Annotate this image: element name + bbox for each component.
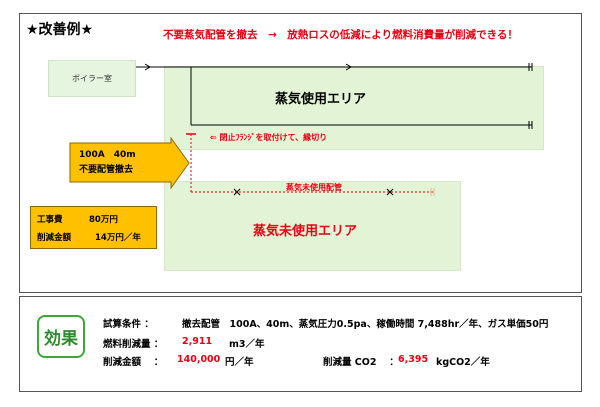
removal-arrow-line-2: 不要配管撤去 — [79, 165, 134, 175]
co2-reduction-value: 6,395 — [398, 354, 429, 365]
unused-pipe-label: 蒸気未使用配管 — [286, 183, 342, 192]
flange-note: ⇐ 閉止ﾌﾗﾝｼﾞを取付けて、縁切り — [210, 133, 328, 142]
fuel-reduction-label: 燃料削減量 ： — [103, 339, 164, 350]
cost-construction-label: 工事費 — [37, 215, 63, 225]
main-pipe-arrow-1 — [144, 63, 151, 71]
removal-arrow-line-1: 100A 40m — [79, 150, 136, 160]
co2-reduction-unit: kgCO2／年 — [436, 357, 490, 368]
money-reduction-label: 削減金額 ： — [103, 357, 164, 368]
conditions-text: 撤去配管 100A、40m、蒸気圧力0.5pa、稼働時間 7,488hr／年、ガ… — [182, 319, 549, 330]
page-title: ★改善例★ — [26, 22, 94, 38]
removal-arrow-label: 100A 40m 不要配管撤去 — [79, 148, 136, 178]
steam-used-area-label: 蒸気使用エリア — [275, 92, 367, 107]
steam-used-area — [164, 66, 544, 150]
removal-mark-1 — [233, 188, 241, 196]
fuel-reduction-unit: m3／年 — [229, 339, 265, 350]
boiler-room-label: ボイラー室 — [72, 74, 112, 83]
co2-reduction-label: 削減量 CO2 ： — [323, 357, 399, 368]
fuel-reduction-value: 2,911 — [182, 336, 213, 347]
main-pipe-arrow-2 — [345, 63, 352, 71]
conditions-label: 試算条件 ： — [103, 319, 154, 330]
steam-unused-area-label: 蒸気未使用エリア — [253, 224, 358, 239]
money-reduction-value: 140,000 — [177, 354, 221, 365]
effect-frame — [19, 296, 582, 392]
cost-box: 工事費 80万円 削減金額 14万円／年 — [30, 206, 157, 249]
money-reduction-unit: 円／年 — [225, 357, 254, 368]
removal-mark-2 — [386, 188, 394, 196]
boiler-room-box: ボイラー室 — [48, 60, 136, 97]
steam-unused-area — [164, 181, 461, 271]
cost-saving-value: 14万円／年 — [95, 233, 141, 243]
cost-saving-label: 削減金額 — [37, 233, 72, 243]
effect-badge: 効果 — [37, 315, 85, 358]
headline: 不要蒸気配管を撤去 → 放熱ロスの低減により燃料消費量が削減できる！ — [163, 29, 518, 41]
removal-arrow — [69, 136, 190, 190]
cost-construction-value: 80万円 — [89, 215, 118, 225]
